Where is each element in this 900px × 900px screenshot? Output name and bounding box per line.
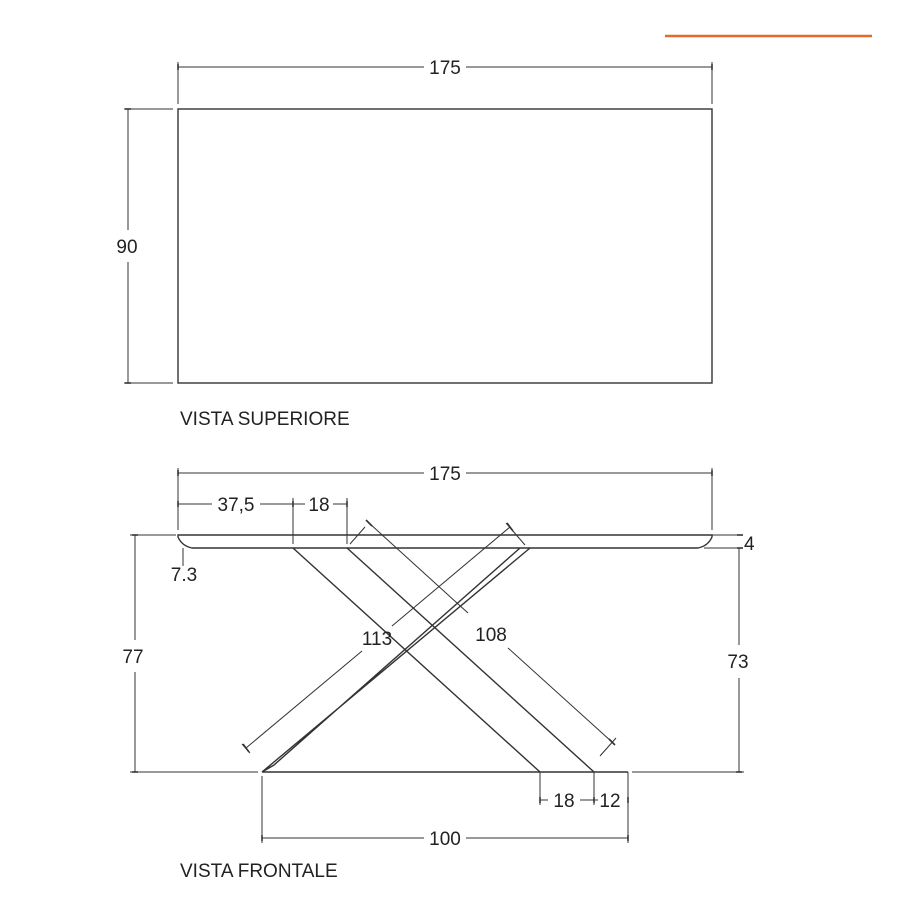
- leg-length-a-label: 113: [362, 629, 392, 650]
- leg-width-top-label: 18: [308, 495, 329, 516]
- top-thickness-label: 4: [744, 534, 755, 555]
- foot-gap-label: 12: [599, 791, 620, 812]
- base-width-label: 100: [429, 829, 461, 850]
- overall-height-label: 77: [122, 647, 143, 668]
- overall-height-dimension: 77: [122, 534, 258, 773]
- leg-offset-dimension: 37,5: [177, 495, 294, 544]
- top-depth-label: 90: [116, 237, 137, 258]
- leg-offset-label: 37,5: [218, 495, 255, 516]
- front-view-title: VISTA FRONTALE: [180, 861, 338, 882]
- leg-width-top-dimension: 18: [293, 495, 348, 544]
- leg-length-b-label: 108: [475, 625, 507, 646]
- front-leg-b: [261, 547, 531, 773]
- edge-bevel-dimension: 7.3: [171, 548, 197, 586]
- front-width-dimension: 175: [177, 464, 713, 530]
- front-width-label: 175: [429, 464, 461, 485]
- leg-height-dimension: 73: [632, 548, 749, 773]
- table-top-outline: [177, 108, 713, 384]
- top-width-label: 175: [429, 58, 461, 79]
- edge-bevel-label: 7.3: [171, 565, 197, 586]
- top-view-title: VISTA SUPERIORE: [180, 409, 350, 430]
- front-leg-a: [292, 547, 595, 773]
- top-width-dimension: 175: [177, 58, 713, 104]
- top-depth-dimension: 90: [116, 108, 173, 384]
- base-width-dimension: 100: [261, 776, 629, 850]
- leg-length-a-dimension: 113: [241, 522, 526, 754]
- top-thickness-dimension: 4: [704, 534, 755, 555]
- front-view: 175 37,5 18 4: [122, 464, 755, 882]
- foot-dimensions: 18 12: [539, 772, 629, 843]
- top-view: 175 90 VISTA SUPERIORE: [116, 58, 713, 430]
- leg-height-label: 73: [727, 652, 748, 673]
- front-table-top: [177, 534, 713, 549]
- foot-width-label: 18: [553, 791, 574, 812]
- leg-length-b-dimension: 108: [349, 519, 617, 757]
